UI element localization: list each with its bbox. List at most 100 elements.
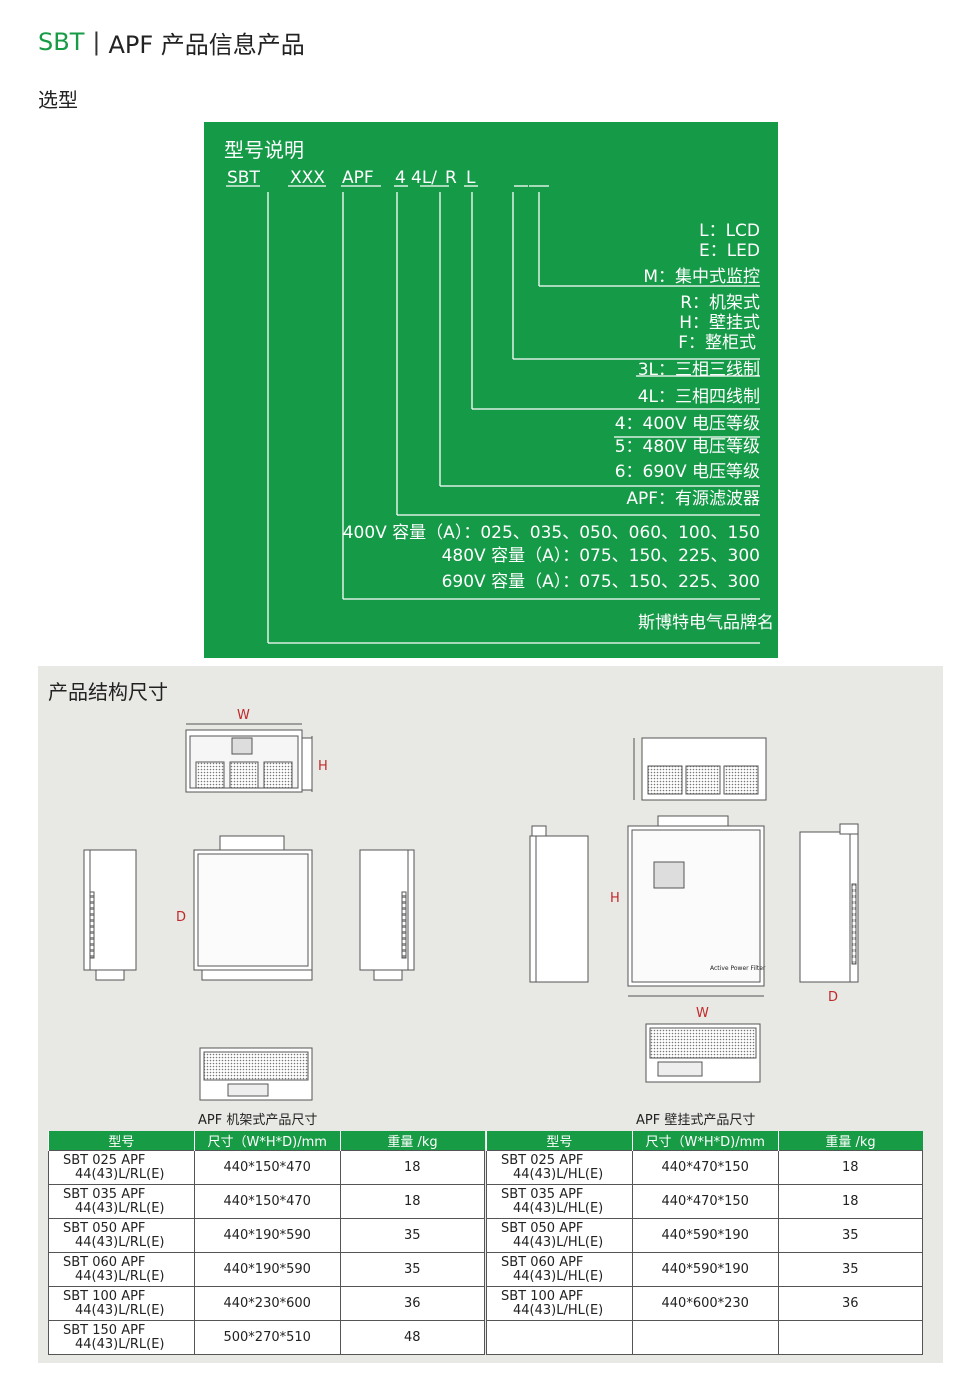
- code-xxx: XXX: [290, 168, 325, 188]
- wall-height-label: H: [610, 891, 620, 906]
- model-line-1: SBT 100 APF: [63, 1288, 146, 1304]
- option-apf: APF：有源滤波器: [626, 489, 760, 509]
- rack-height-label: H: [318, 759, 328, 774]
- option-4l: 4L：三相四线制: [637, 387, 760, 407]
- wall-right-side: [799, 823, 859, 983]
- model-line-2: 44(43)L/HL(E): [513, 1302, 604, 1318]
- header-weight: 重量 /kg: [777, 1131, 923, 1151]
- option-480v: 5：480V 电压等级: [614, 437, 760, 457]
- option-rack: R：机架式: [680, 293, 760, 313]
- model-line-2: 44(43)L/HL(E): [513, 1166, 604, 1182]
- option-led: E：LED: [698, 241, 760, 261]
- cell-size: [631, 1320, 779, 1355]
- model-connector-lines: [226, 185, 760, 644]
- model-line-2: 44(43)L/RL(E): [75, 1336, 165, 1352]
- option-cap-690v: 690V 容量（A）：075、150、225、300: [441, 572, 760, 592]
- option-400v: 4：400V 电压等级: [614, 414, 760, 434]
- model-line-2: 44(43)L/RL(E): [75, 1200, 165, 1216]
- section-heading-select: 选型: [38, 88, 78, 112]
- code-voltage: 4: [395, 168, 406, 188]
- cell-size: 440*600*230: [631, 1286, 779, 1321]
- structure-title: 产品结构尺寸: [48, 680, 168, 704]
- wall-depth-label: D: [828, 990, 839, 1005]
- header-size: 尺寸（W*H*D)/mm: [193, 1131, 341, 1151]
- option-wall: H：壁挂式: [679, 313, 760, 333]
- cell-weight: 36: [777, 1286, 924, 1321]
- model-line-1: SBT 025 APF: [501, 1152, 584, 1168]
- rack-rear-view: [199, 1047, 313, 1101]
- dimension-drawings: [83, 723, 859, 1101]
- cell-size: 440*150*470: [193, 1184, 341, 1219]
- wall-front-view: [627, 815, 765, 997]
- cell-weight: 36: [339, 1286, 486, 1321]
- model-line-2: 44(43)L/RL(E): [75, 1166, 165, 1182]
- header-model: 型号: [486, 1131, 633, 1151]
- cell-size: 440*190*590: [193, 1218, 341, 1253]
- cell-size: 440*150*470: [193, 1150, 341, 1185]
- option-3l: 3L：三相三线制: [637, 360, 760, 380]
- model-line-1: SBT 150 APF: [63, 1322, 146, 1338]
- cell-weight: 35: [777, 1218, 924, 1253]
- cell-size: 440*470*150: [631, 1150, 779, 1185]
- model-line-2: 44(43)L/HL(E): [513, 1234, 604, 1250]
- cell-weight: [777, 1320, 924, 1355]
- cell-size: 440*190*590: [193, 1252, 341, 1287]
- rack-right-side: [359, 849, 415, 981]
- page-header: SBT | APF 产品信息产品: [38, 22, 305, 62]
- model-designation-box: 型号说明 SBT XXX APF 4 4L/ R L L：LCD E：LED M…: [204, 122, 778, 658]
- wall-caption: APF 壁挂式产品尺寸: [636, 1113, 756, 1128]
- option-brand: 斯博特电气品牌名: [638, 613, 774, 633]
- model-line-2: 44(43)L/RL(E): [75, 1268, 165, 1284]
- cell-weight: 35: [777, 1252, 924, 1287]
- rack-top-view: [193, 835, 313, 981]
- header-separator: |: [92, 28, 101, 56]
- rack-left-side: [83, 849, 137, 981]
- cell-weight: 48: [339, 1320, 486, 1355]
- wall-width-label: W: [696, 1006, 709, 1021]
- header-size: 尺寸（W*H*D)/mm: [631, 1131, 779, 1151]
- model-line-1: SBT 025 APF: [63, 1152, 146, 1168]
- header-model: 型号: [48, 1131, 195, 1151]
- wall-table-header: 型号 尺寸（W*H*D)/mm 重量 /kg: [486, 1131, 923, 1151]
- rack-depth-label: D: [176, 910, 187, 925]
- model-line-2: 44(43)L/HL(E): [513, 1200, 604, 1216]
- cell-size: 440*590*190: [631, 1218, 779, 1253]
- model-line-1: SBT 060 APF: [63, 1254, 146, 1270]
- cell-weight: 18: [339, 1184, 486, 1219]
- model-line-1: SBT 050 APF: [501, 1220, 584, 1236]
- option-cap-480v: 480V 容量（A）：075、150、225、300: [441, 546, 760, 566]
- option-690v: 6：690V 电压等级: [614, 462, 760, 482]
- option-monitor: M：集中式监控: [643, 267, 760, 287]
- page-title: APF 产品信息产品: [108, 30, 305, 59]
- model-line-1: SBT 050 APF: [63, 1220, 146, 1236]
- cell-weight: 35: [339, 1252, 486, 1287]
- wall-left-side: [529, 825, 589, 983]
- model-line-1: SBT 060 APF: [501, 1254, 584, 1270]
- code-apf: APF: [342, 168, 374, 188]
- rack-caption: APF 机架式产品尺寸: [198, 1113, 318, 1128]
- model-box-title: 型号说明: [224, 138, 304, 162]
- model-line-2: 44(43)L/RL(E): [75, 1302, 165, 1318]
- cell-size: 440*230*600: [193, 1286, 341, 1321]
- cell-weight: 35: [339, 1218, 486, 1253]
- rack-width-label: W: [237, 708, 250, 723]
- cell-weight: 18: [777, 1150, 924, 1185]
